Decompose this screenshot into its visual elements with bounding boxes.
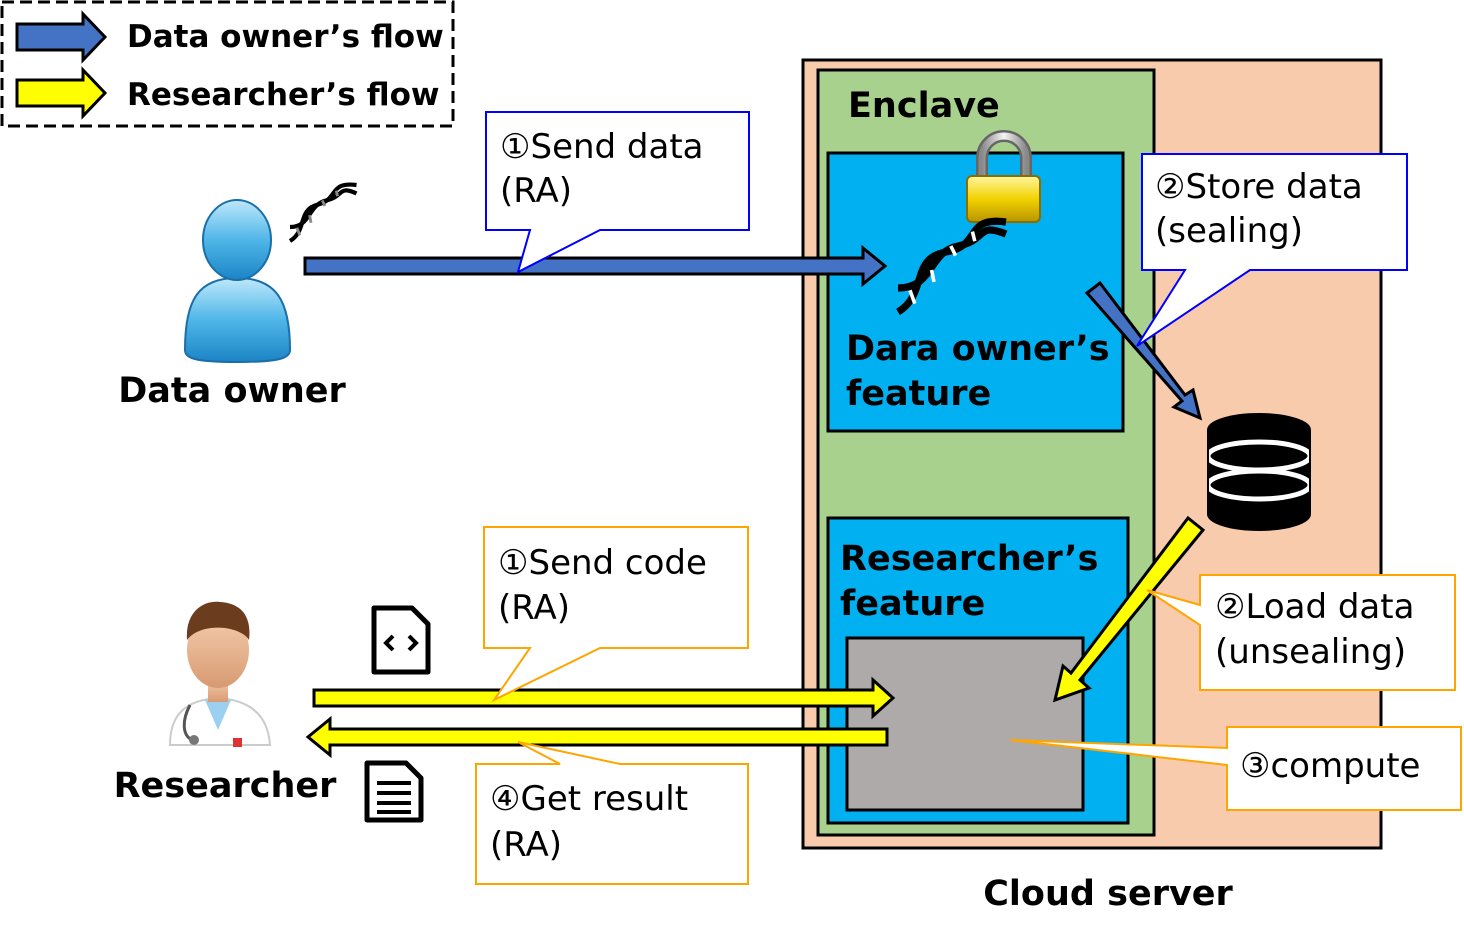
code-file-icon [371,605,431,675]
compute-label: ③compute [1240,746,1420,786]
callout-send-data: ①Send data (RA) [485,111,750,274]
send-data-line1: ①Send data [500,127,704,167]
owner-feature-line2: feature [846,374,991,414]
data-owner-label: Data owner [118,371,346,411]
dna-icon [895,217,1008,316]
enclave-label: Enclave [848,86,1000,126]
callout-store-data: ②Store data (sealing) [1136,153,1408,347]
send-code-line1: ①Send code [498,543,707,583]
database-icon [1202,413,1316,531]
send-data-arrow [303,244,888,288]
legend-blue-arrow [15,10,108,64]
store-data-line2: (sealing) [1155,211,1303,251]
load-data-line1: ②Load data [1215,587,1414,627]
legend-data-owner-flow: Data owner’s flow [127,19,444,55]
owner-feature-line1: Dara owner’s [846,329,1110,369]
researcher-feature-line2: feature [840,584,985,624]
store-data-line1: ②Store data [1155,167,1363,207]
legend-researcher-flow: Researcher’s flow [127,77,440,113]
load-data-line2: (unsealing) [1215,632,1406,672]
get-result-arrow [305,715,889,759]
dna-icon [288,182,358,243]
send-code-line2: (RA) [498,588,570,628]
load-data-arrow [1052,515,1206,703]
researcher-feature-line1: Researcher’s [840,539,1098,579]
cloud-server-label: Cloud server [983,874,1233,914]
lock-icon [966,130,1041,223]
get-result-line1: ④Get result [490,779,688,819]
send-data-line2: (RA) [500,171,572,211]
document-icon [364,760,424,823]
callout-get-result: ④Get result (RA) [475,741,749,885]
legend-yellow-arrow [15,66,108,120]
compute-box [845,636,1085,812]
researcher-label: Researcher [114,766,338,806]
callout-compute: ③compute [1009,726,1462,811]
callout-load-data: ②Load data (unsealing) [1146,574,1456,691]
send-code-arrow [312,676,896,720]
doctor-icon [168,601,272,747]
callout-send-code: ①Send code (RA) [483,526,749,703]
get-result-line2: (RA) [490,825,562,865]
user-icon [183,199,292,364]
store-data-arrow [1084,280,1203,421]
legend: Data owner’s flow Researcher’s flow [0,0,455,128]
